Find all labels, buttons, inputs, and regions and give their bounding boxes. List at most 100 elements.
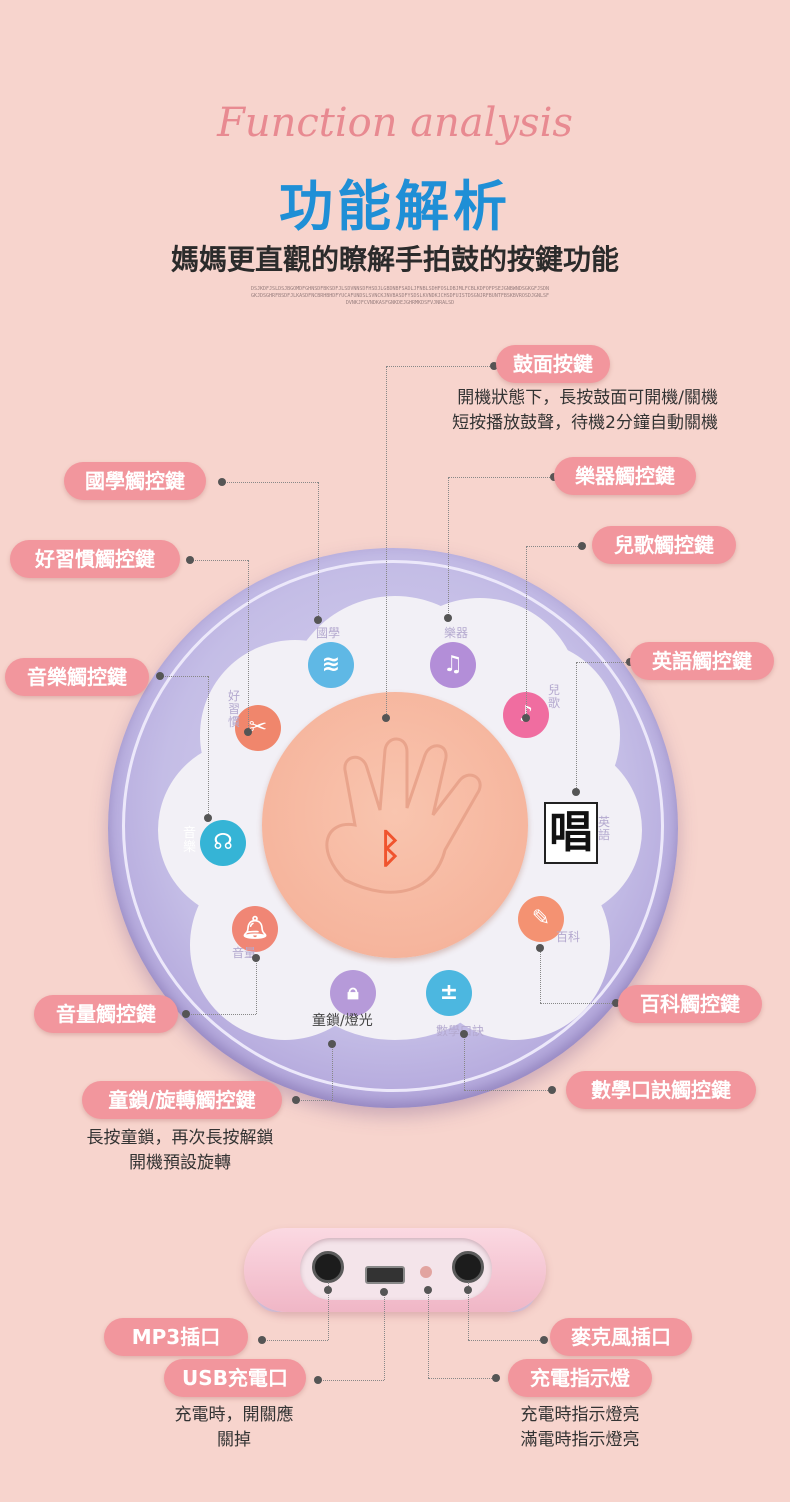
mp3-jack[interactable] xyxy=(312,1251,344,1283)
leader-line xyxy=(318,1380,384,1381)
lock-icon[interactable]: 🔒︎ xyxy=(330,970,376,1016)
label-mic-port: 麥克風插口 xyxy=(550,1318,692,1356)
leader-line xyxy=(262,1340,328,1341)
leader-dot xyxy=(380,1288,388,1296)
charging-led xyxy=(420,1266,432,1278)
leader-dot xyxy=(314,616,322,624)
leader-dot xyxy=(548,1086,556,1094)
leader-line xyxy=(384,1292,385,1380)
leader-line xyxy=(464,1034,465,1090)
leader-line xyxy=(468,1340,544,1341)
leader-dot xyxy=(490,362,498,370)
leader-line xyxy=(540,948,541,1003)
leader-line xyxy=(386,366,387,718)
fine-print: DSJKDFJSLDSJBGOMDFGHNSDFBKSDFJLSDVNNSDFH… xyxy=(250,286,549,306)
icon-label-encyclopedia: 百科 xyxy=(556,930,581,944)
sing-icon[interactable]: 唱 xyxy=(544,802,598,864)
desc-line: 開機狀態下，長按鼓面可開機/關機 xyxy=(457,388,718,408)
leader-dot xyxy=(204,814,212,822)
leader-line xyxy=(160,676,208,677)
headphones-icon[interactable]: ☊ xyxy=(200,820,246,866)
lock-light-label: 童鎖/燈光 xyxy=(312,1013,373,1029)
leader-dot xyxy=(292,1096,300,1104)
desc-line: 充電時，開關應 xyxy=(174,1405,294,1425)
label-habits-key: 好習慣觸控鍵 xyxy=(10,540,180,578)
instrument-icon[interactable]: ♫ xyxy=(430,642,476,688)
leader-line xyxy=(448,477,554,478)
encyclopedia-icon[interactable]: ✎ xyxy=(518,896,564,942)
page-title: 功能解析 xyxy=(279,175,511,238)
leader-dot xyxy=(464,1286,472,1294)
leader-line xyxy=(526,546,527,716)
drum-toy-rim xyxy=(122,560,664,1092)
label-guoxue-key: 國學觸控鍵 xyxy=(64,462,206,500)
leader-line xyxy=(576,662,628,663)
leader-dot xyxy=(182,1010,190,1018)
leader-dot xyxy=(156,672,164,680)
label-encyclopedia-key: 百科觸控鍵 xyxy=(618,985,762,1023)
leader-line xyxy=(428,1288,429,1378)
leader-line xyxy=(190,560,248,561)
desc-line: 充電時指示燈亮 xyxy=(520,1405,640,1425)
label-instrument-key: 樂器觸控鍵 xyxy=(554,457,696,495)
leader-dot xyxy=(572,788,580,796)
bell-icon[interactable]: 🔔︎ xyxy=(232,906,278,952)
abacus-icon[interactable]: ± xyxy=(426,970,472,1016)
icon-label-english: 英語 xyxy=(598,815,611,842)
usb-port[interactable] xyxy=(365,1266,405,1284)
leader-dot xyxy=(328,1040,336,1048)
leader-line xyxy=(428,1378,496,1379)
leader-line xyxy=(222,482,318,483)
leader-line xyxy=(576,662,577,792)
drum-face-description: 開機狀態下，長按鼓面可開機/關機 短按播放鼓聲，待機2分鐘自動關機 xyxy=(418,386,718,436)
page-subtitle: 媽媽更直觀的瞭解手拍鼓的按鍵功能 xyxy=(170,243,619,276)
label-volume-key: 音量觸控鍵 xyxy=(34,995,178,1033)
leader-line xyxy=(468,1282,469,1340)
vertical-text-music: 音樂 xyxy=(183,826,197,855)
desc-line: 滿電時指示燈亮 xyxy=(520,1430,640,1450)
label-english-key: 英語觸控鍵 xyxy=(630,642,774,680)
leader-dot xyxy=(324,1286,332,1294)
leader-line xyxy=(540,1003,616,1004)
led-description: 充電時指示燈亮 滿電時指示燈亮 xyxy=(480,1403,680,1453)
usb-description: 充電時，開關應 關掉 xyxy=(134,1403,334,1453)
icon-label-habits: 好習慣 xyxy=(228,689,241,729)
label-mp3-port: MP3插口 xyxy=(104,1318,248,1356)
leader-dot xyxy=(258,1336,266,1344)
label-lock-key: 童鎖/旋轉觸控鍵 xyxy=(82,1081,282,1119)
label-charging-led: 充電指示燈 xyxy=(508,1359,652,1397)
leader-dot xyxy=(578,542,586,550)
leader-line xyxy=(318,482,319,620)
leader-line xyxy=(464,1090,552,1091)
leader-dot xyxy=(186,556,194,564)
leader-dot xyxy=(252,954,260,962)
leader-dot xyxy=(382,714,390,722)
leader-line xyxy=(296,1100,332,1101)
drum-pad[interactable] xyxy=(262,692,528,958)
leader-line xyxy=(526,546,580,547)
book-stack-icon[interactable]: ≋ xyxy=(308,642,354,688)
leader-dot xyxy=(460,1030,468,1038)
leader-dot xyxy=(444,614,452,622)
leader-dot xyxy=(612,999,620,1007)
leader-line xyxy=(248,560,249,730)
leader-line xyxy=(332,1044,333,1100)
mic-jack[interactable] xyxy=(452,1251,484,1283)
label-nursery-key: 兒歌觸控鍵 xyxy=(592,526,736,564)
script-title: Function analysis xyxy=(217,100,573,146)
leader-dot xyxy=(424,1286,432,1294)
leader-dot xyxy=(244,728,252,736)
leader-dot xyxy=(492,1374,500,1382)
icon-label-instrument: 樂器 xyxy=(444,626,469,640)
leader-line xyxy=(386,366,494,367)
leader-dot xyxy=(522,714,530,722)
bow-icon[interactable]: ✂ xyxy=(235,705,281,751)
icon-label-guoxue: 國學 xyxy=(316,626,341,640)
label-math-key: 數學口訣觸控鍵 xyxy=(566,1071,756,1109)
icon-label-nursery: 兒歌 xyxy=(548,683,561,710)
hand-print-icon xyxy=(325,737,482,894)
leader-line xyxy=(256,958,257,1014)
label-drum-face: 鼓面按鍵 xyxy=(496,345,610,383)
label-music-key: 音樂觸控鍵 xyxy=(5,658,149,696)
icon-label-volume: 音量 xyxy=(232,946,257,960)
